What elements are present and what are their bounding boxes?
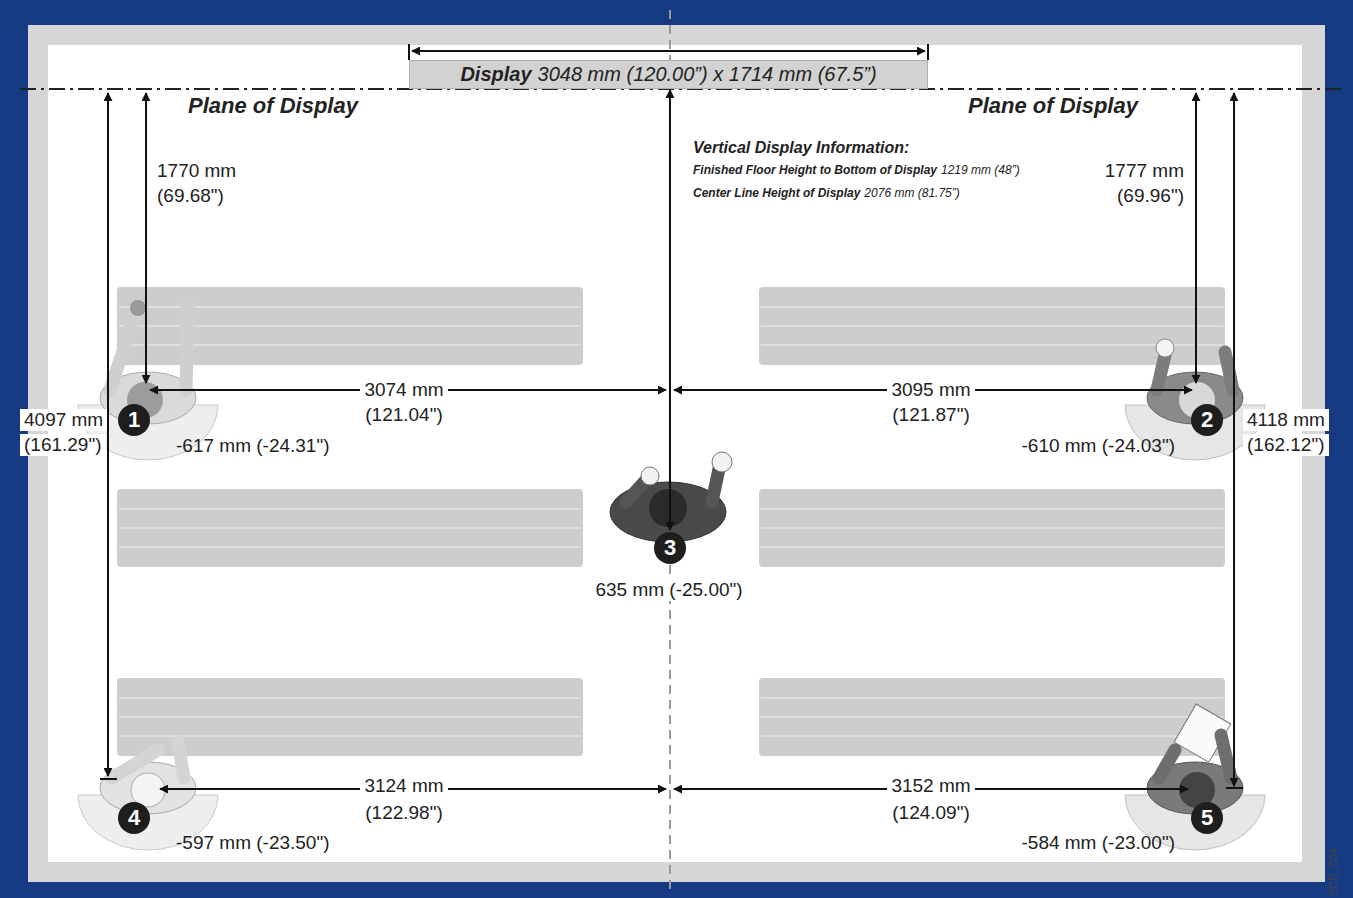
dimension-label: (121.87") (892, 404, 970, 426)
dimension-label: 1770 mm (157, 160, 236, 182)
dimension-label: (122.98") (365, 802, 443, 824)
info-value: 1219 mm (48”) (941, 164, 1020, 178)
callout-number: 3 (654, 532, 686, 564)
display-size: 3048 mm (120.00”) x 1714 mm (67.5”) (538, 63, 877, 86)
info-heading: Vertical Display Information: (693, 139, 909, 157)
dimension-label: 3124 mm (360, 775, 447, 797)
callout-number: 4 (118, 802, 150, 834)
display-title: Display (460, 63, 531, 86)
callout-number: 1 (118, 404, 150, 436)
dimension-label: (162.12") (1243, 434, 1329, 456)
plane-label: Plane of Display (968, 93, 1138, 118)
table (117, 489, 583, 567)
dimension-connector (669, 90, 671, 530)
offset-label: -617 mm (-24.31") (176, 435, 330, 457)
display-box: Display 3048 mm (120.00”) x 1714 mm (67.5… (409, 60, 928, 89)
offset-label: -584 mm (-23.00") (1021, 832, 1175, 854)
dimension-label: (121.04") (365, 404, 443, 426)
dimension-label: 4118 mm (1243, 409, 1329, 431)
table (117, 678, 583, 756)
table (759, 678, 1225, 756)
dimension-label: (124.09") (892, 802, 970, 824)
dimension-label: 3152 mm (887, 775, 974, 797)
callout-text: 1 (128, 407, 140, 433)
dimension-label: (161.29") (20, 434, 106, 456)
callout-number: 2 (1191, 404, 1223, 436)
room-floor (48, 45, 1302, 862)
person-5 (1125, 704, 1265, 850)
offset-label: -597 mm (-23.50") (176, 832, 330, 854)
dimension-label: 3095 mm (887, 379, 974, 401)
plane-label: Plane of Display (188, 93, 358, 118)
callout-text: 4 (128, 805, 140, 831)
room-frame (28, 25, 1325, 882)
dimension-arrows (100, 93, 1243, 789)
center-line (669, 10, 671, 892)
table (759, 489, 1225, 567)
display-dimension (409, 44, 928, 60)
info-name: Center Line Height of Display (693, 187, 860, 201)
table (759, 287, 1225, 365)
callout-text: 2 (1201, 407, 1213, 433)
figure-id: SCR_004 (1327, 848, 1340, 896)
dimension-label: 1777 mm (1105, 160, 1184, 182)
info-value: 2076 mm (81.75”) (864, 187, 959, 201)
dimension-label: (69.96") (1117, 185, 1184, 207)
info-name: Finished Floor Height to Bottom of Displ… (693, 164, 937, 178)
dimension-label: 4097 mm (20, 409, 107, 431)
offset-label: 635 mm (-25.00") (591, 579, 746, 601)
callout-text: 3 (664, 535, 676, 561)
offset-label: -610 mm (-24.03") (1021, 435, 1175, 457)
dimension-label: (69.68") (157, 185, 224, 207)
callout-number: 5 (1191, 802, 1223, 834)
dimension-label: 3074 mm (360, 379, 447, 401)
callout-text: 5 (1201, 805, 1213, 831)
